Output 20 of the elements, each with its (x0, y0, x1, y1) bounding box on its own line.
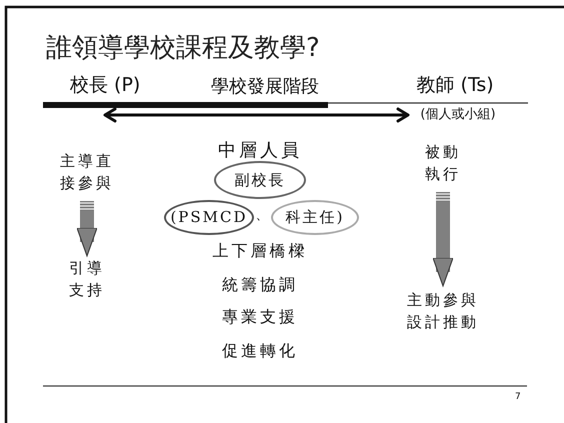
stage-text: 被動執行 (424, 142, 462, 185)
separator-text: 、 (256, 207, 268, 224)
stage-text: 主動參與設計推動 (406, 290, 480, 333)
role-text: 專業支援 (222, 307, 298, 328)
role-text: 上下層橋樑 (212, 241, 308, 262)
page-number: 7 (515, 392, 521, 402)
stage-text: (個人或小組) (420, 106, 496, 124)
double-arrow (104, 108, 410, 122)
ellipse-node: (PSMCD (164, 200, 254, 235)
stage-text: 引導支持 (68, 258, 106, 301)
ellipse-node: 科主任) (271, 200, 359, 235)
role-text: 統籌協調 (222, 275, 298, 296)
stage-text: 主導直接參與 (59, 150, 115, 194)
column-header: 校長 (P) (70, 73, 140, 98)
column-header: 教師 (Ts) (416, 73, 494, 98)
role-text: 促進轉化 (222, 341, 298, 362)
slide-title: 誰領導學校課程及教學? (46, 32, 320, 65)
role-heading: 中層人員 (218, 139, 302, 162)
column-header: 學校發展階段 (211, 75, 319, 98)
ellipse-node: 副校長 (214, 161, 306, 199)
